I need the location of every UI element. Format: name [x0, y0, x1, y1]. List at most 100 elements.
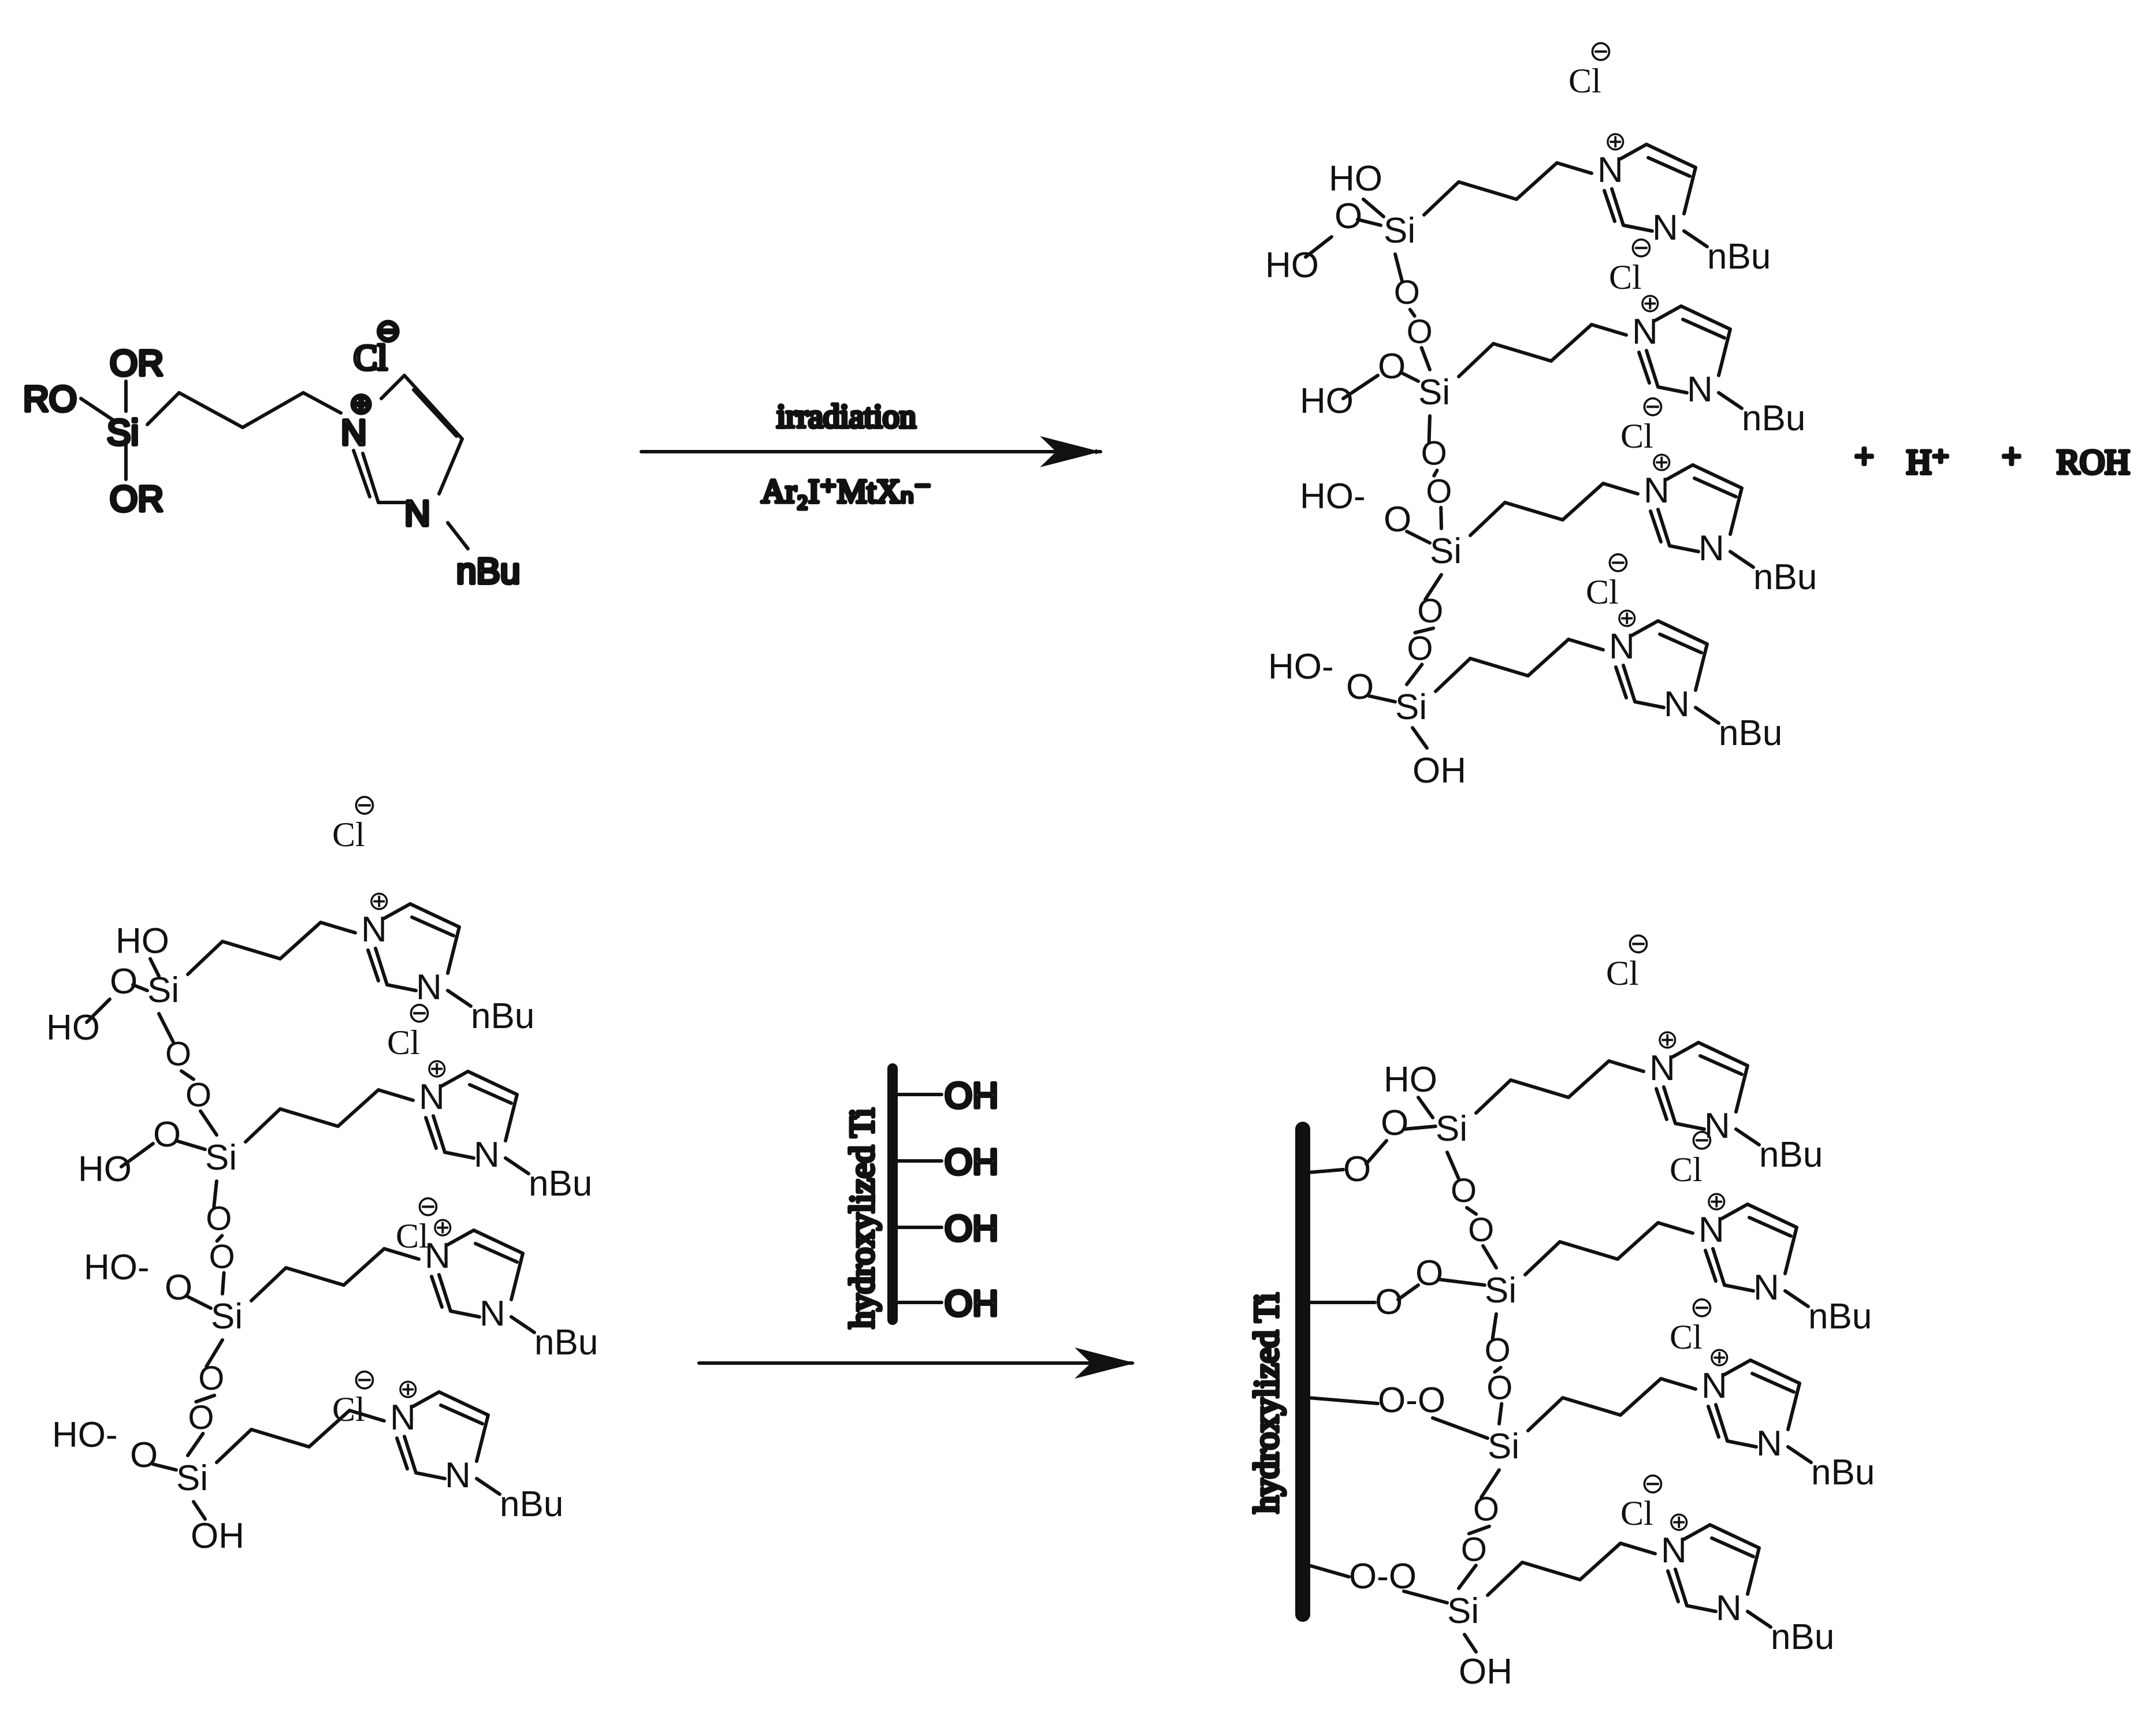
oxygen-label: O: [1417, 593, 1443, 630]
bond-line: [437, 1273, 452, 1313]
bond-line: [1402, 1589, 1449, 1605]
bond-line: [1419, 346, 1432, 371]
si-label: Si: [1488, 1427, 1519, 1466]
bond-line: [186, 1295, 213, 1310]
oxygen-label: O: [1415, 1253, 1443, 1293]
si-label: Si: [176, 1458, 208, 1498]
bond-line: [439, 1404, 484, 1425]
oxygen-label: O: [1468, 1211, 1494, 1249]
plus-charge-icon: ⊕: [397, 1373, 419, 1404]
hydroxyl-label: HO: [116, 921, 169, 961]
bond-line: [1523, 1240, 1562, 1276]
chloride-label: Cl: [332, 1390, 365, 1428]
bond-line: [449, 1309, 481, 1319]
plus-charge-icon: ⊕: [426, 1053, 448, 1083]
hydroxyl-label: HO: [1384, 1060, 1437, 1100]
n-plus-label: N: [1661, 1531, 1687, 1570]
bond-line: [199, 1109, 218, 1137]
bond-line: [395, 1436, 409, 1471]
minus-charge-icon: ⊖: [407, 996, 432, 1029]
n-plus-label: N: [1632, 312, 1658, 352]
nbu-label: nBu: [1719, 713, 1782, 753]
oxygen-label: O: [185, 1077, 211, 1114]
plus-charge-icon: ⊕: [1705, 1186, 1728, 1216]
bond-line: [408, 902, 461, 929]
oxygen-label: O: [206, 1200, 232, 1237]
bond-line: [1515, 161, 1559, 201]
bond-line: [1486, 1561, 1524, 1597]
oxygen-label: O: [1426, 473, 1452, 511]
bond-line: [1521, 1561, 1582, 1581]
bond-line: [250, 1266, 288, 1302]
bond-line: [186, 1432, 205, 1457]
bond-line: [215, 1234, 224, 1243]
nbu-label: nBu: [1808, 1297, 1872, 1337]
bond-line: [1362, 198, 1385, 218]
siloxane-oligomer-reactant: SiN⊕NnBuCl⊖HOOHOOOSiN⊕NnBuCl⊖OHOOOSiN⊕Nn…: [46, 788, 598, 1556]
minus-charge-icon: ⊖: [1641, 1467, 1665, 1499]
alcohol-label: ROH: [2057, 443, 2130, 481]
bond-line: [1437, 1278, 1486, 1287]
bond-line: [1658, 632, 1703, 654]
bond-line: [1746, 1203, 1798, 1229]
nbu-label: nBu: [534, 1323, 598, 1363]
bond-line: [437, 1390, 490, 1417]
n-plus-label: N: [425, 1236, 451, 1276]
nbu-label: nBu: [1707, 237, 1771, 277]
surface-ti-label: hydroxylized Ti: [1247, 1293, 1285, 1513]
n-butyl-nitrogen-label: N: [479, 1294, 505, 1334]
bond-line: [1682, 1523, 1712, 1541]
chloride-label: Cl: [1670, 1318, 1703, 1356]
hydroxyl-label: HO-: [1300, 477, 1366, 516]
nbu-label: nBu: [456, 552, 520, 591]
bond-line: [1619, 1377, 1663, 1417]
bond-line: [1693, 477, 1738, 498]
bond-line: [1637, 351, 1651, 385]
plus-charge-icon: ⊕: [368, 885, 391, 915]
bond-line: [403, 1435, 418, 1475]
oxygen-label: O: [130, 1435, 158, 1475]
bond-line: [1304, 235, 1333, 259]
proton-label: H⁺: [1906, 443, 1950, 481]
bond-line: [284, 1266, 345, 1287]
bond-line: [1503, 501, 1564, 522]
bond-line: [1649, 509, 1663, 544]
chloride-label: Cl: [1670, 1151, 1703, 1189]
nbu-label: nBu: [1753, 557, 1817, 597]
oxygen-label: O: [188, 1399, 214, 1436]
n-butyl-nitrogen-label: N: [416, 967, 442, 1007]
bond-line: [1549, 323, 1593, 363]
oxygen-label: O: [1461, 1531, 1487, 1568]
hydroxyl-label: OH: [191, 1516, 244, 1556]
n-butyl-nitrogen-label: N: [404, 494, 430, 534]
si-label: Si: [211, 1297, 243, 1337]
bond-line: [1783, 1226, 1798, 1275]
oxygen-label: O: [1451, 1172, 1477, 1209]
oxygen-label: O: [1473, 1491, 1499, 1528]
bond-line: [1665, 463, 1694, 481]
bond-line: [468, 1083, 513, 1105]
plus-sign-2: +: [2002, 437, 2021, 475]
bond-line: [414, 1471, 447, 1480]
bond-line: [1413, 626, 1436, 635]
bond-line: [1786, 1382, 1801, 1431]
bond-line: [440, 1070, 470, 1088]
bond-line: [1697, 1041, 1749, 1067]
bond-line: [1748, 1216, 1793, 1238]
bond-line: [1469, 657, 1530, 677]
n-plus-label: N: [1698, 1210, 1724, 1250]
minus-charge-icon: ⊖: [376, 314, 401, 348]
bond-line: [1610, 187, 1625, 227]
nbu-label: nBu: [1771, 1617, 1834, 1657]
bond-line: [1656, 508, 1671, 548]
bond-line: [221, 1271, 226, 1296]
bond-line: [1408, 308, 1417, 318]
bond-line: [1417, 1096, 1434, 1119]
ti-oh-3: OH: [945, 1209, 998, 1249]
bond-line: [1567, 1059, 1611, 1099]
bond-line: [1691, 463, 1744, 490]
bond-line: [131, 983, 149, 992]
oxygen-label: O: [1378, 347, 1406, 386]
